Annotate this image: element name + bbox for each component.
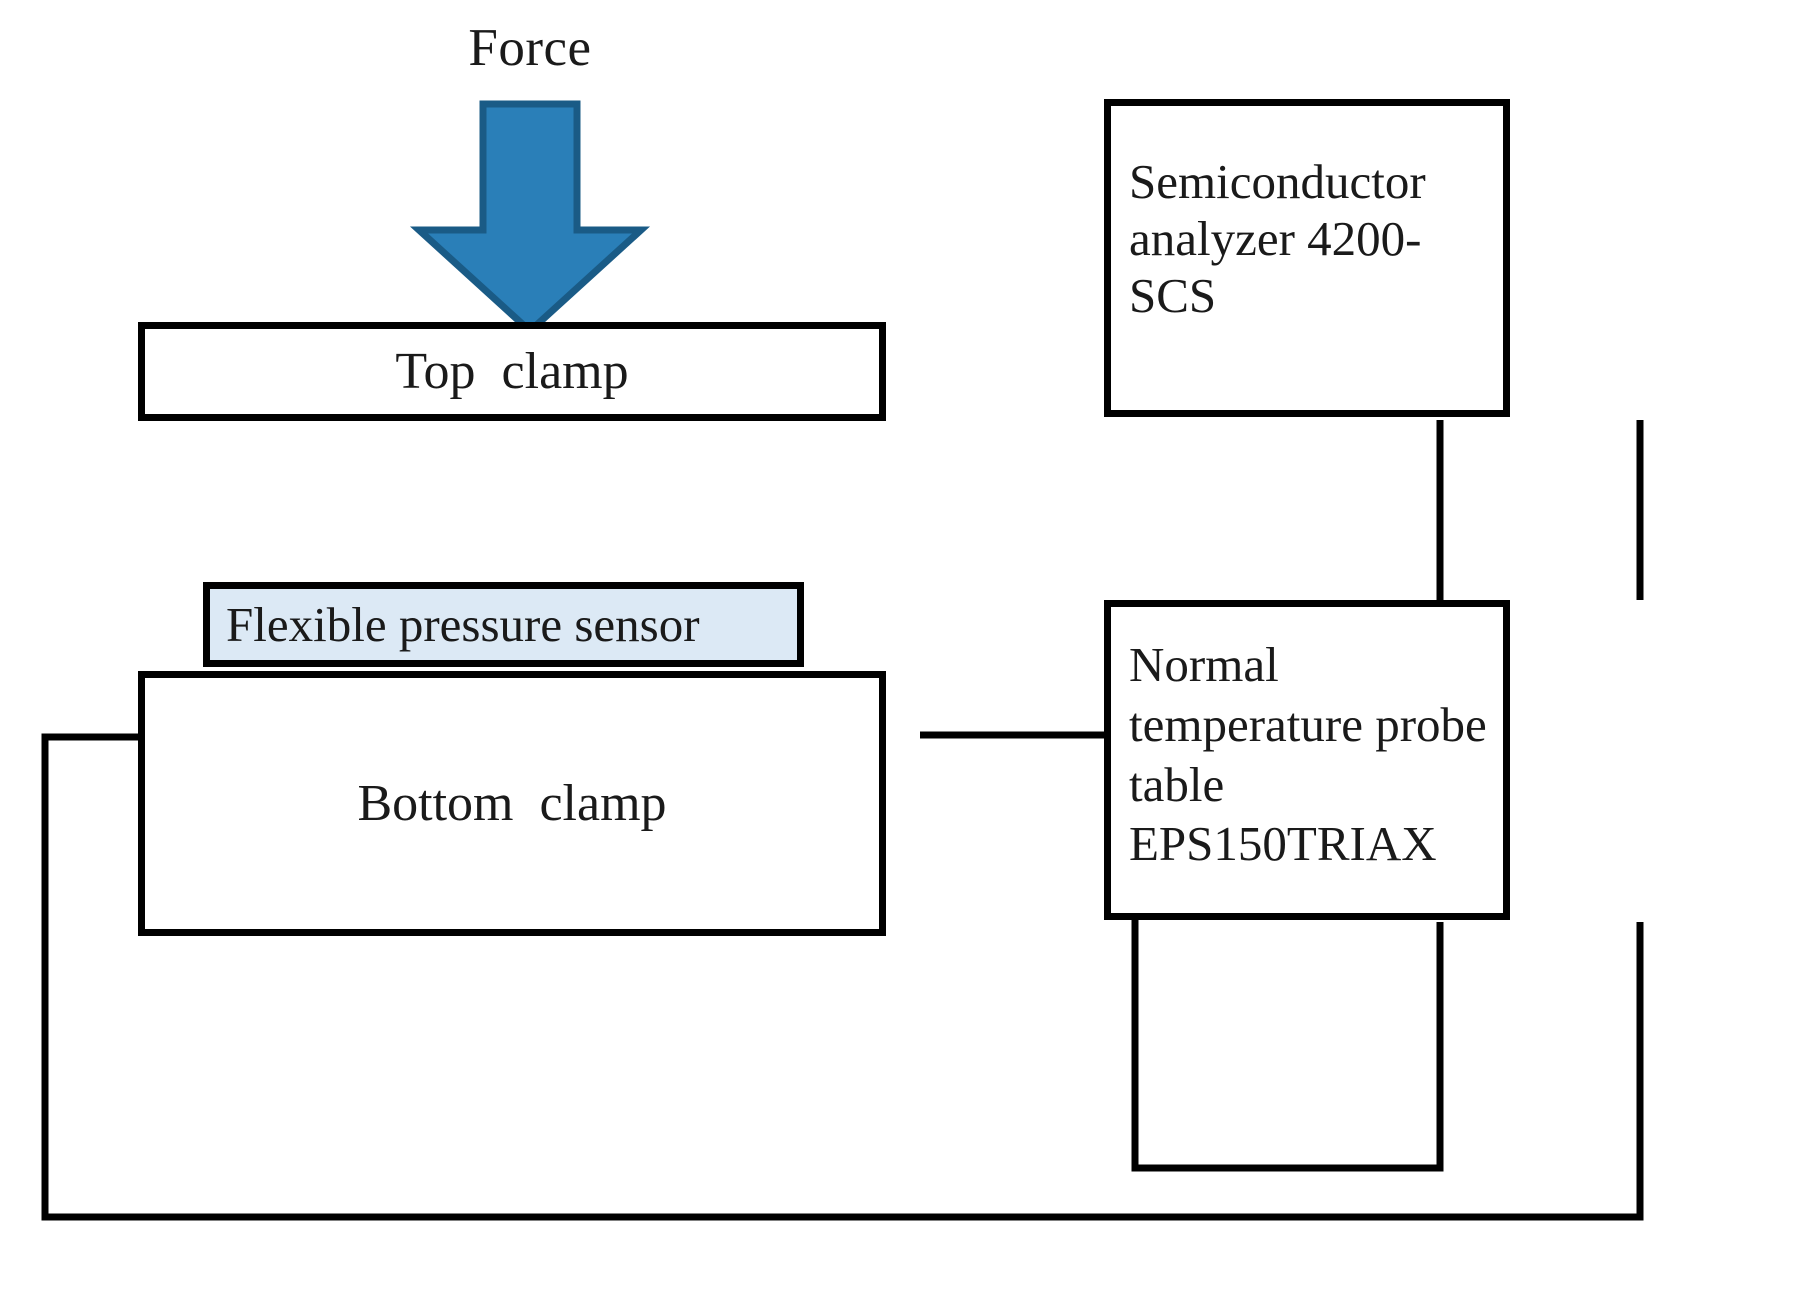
node-bottom-clamp[interactable]: Bottom clamp	[138, 671, 886, 936]
node-semiconductor-analyzer[interactable]: Semiconductor analyzer 4200-SCS	[1104, 99, 1510, 417]
node-flexible-pressure-sensor-label: Flexible pressure sensor	[226, 597, 700, 652]
node-probe-table[interactable]: Normal temperature probe table EPS150TRI…	[1104, 600, 1510, 920]
node-top-clamp[interactable]: Top clamp	[138, 322, 886, 421]
node-top-clamp-label: Top clamp	[395, 343, 629, 400]
force-label: Force	[468, 19, 592, 77]
node-flexible-pressure-sensor[interactable]: Flexible pressure sensor	[203, 582, 804, 667]
node-probe-table-label: Normal temperature probe table EPS150TRI…	[1129, 637, 1500, 872]
node-semiconductor-analyzer-label: Semiconductor analyzer 4200-SCS	[1129, 154, 1438, 323]
node-bottom-clamp-label: Bottom clamp	[357, 775, 667, 832]
down-arrow-icon	[409, 100, 651, 335]
